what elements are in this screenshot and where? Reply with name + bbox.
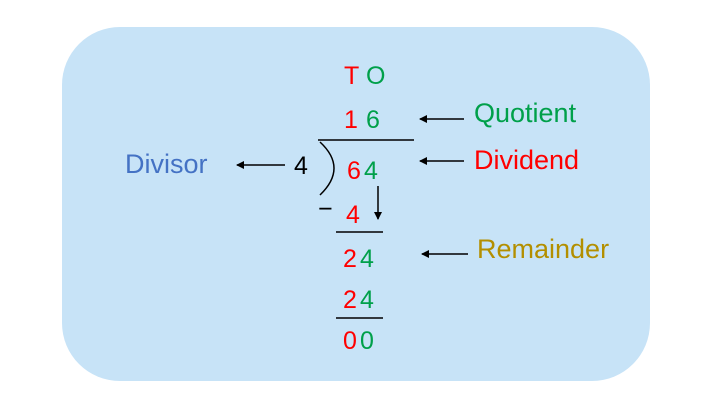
quotient-label: Quotient xyxy=(474,98,577,128)
quotient-ones-digit: 6 xyxy=(366,106,380,134)
dividend-tens-digit: 6 xyxy=(347,157,361,185)
remainder-label: Remainder xyxy=(477,234,610,264)
place-value-ones: O xyxy=(366,62,386,90)
minus-sign: − xyxy=(318,195,333,223)
bring-down-tens-digit: 2 xyxy=(343,245,357,273)
division-bracket xyxy=(319,141,335,196)
divisor-digit: 4 xyxy=(294,152,308,180)
divisor-label: Divisor xyxy=(125,149,208,179)
bring-down-ones-digit: 4 xyxy=(360,245,374,273)
place-value-tens: T xyxy=(344,62,360,90)
quotient-tens-digit: 1 xyxy=(344,106,358,134)
final-tens-digit: 0 xyxy=(343,327,357,355)
dividend-label: Dividend xyxy=(474,145,580,175)
subtract-2-tens-digit: 2 xyxy=(343,286,357,314)
subtract-1-digit: 4 xyxy=(346,201,360,229)
diagram-panel xyxy=(62,27,650,381)
subtract-2-ones-digit: 4 xyxy=(360,286,374,314)
final-ones-digit: 0 xyxy=(360,327,374,355)
dividend-ones-digit: 4 xyxy=(364,157,378,185)
